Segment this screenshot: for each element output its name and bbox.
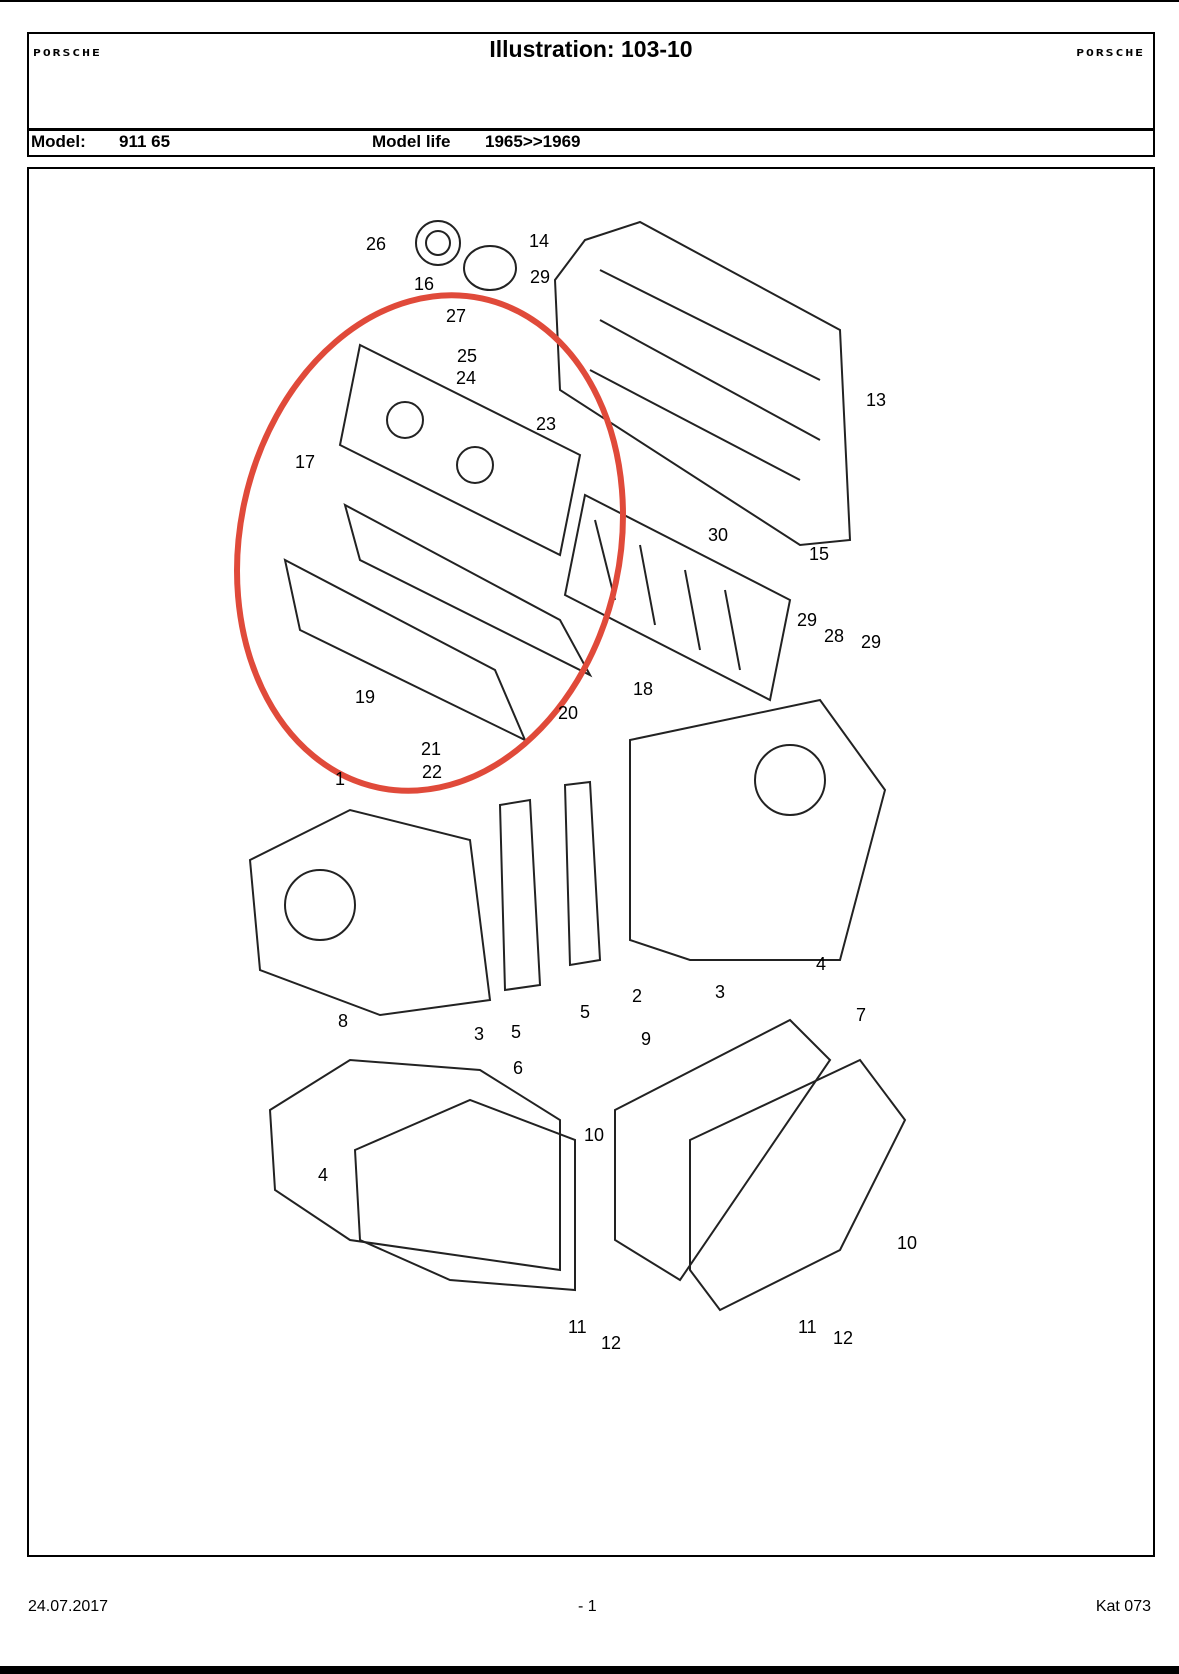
part-13-outline (553, 220, 852, 547)
callout-29: 29 (797, 610, 817, 630)
part-16-outline (463, 245, 517, 291)
part-1-outline (248, 808, 492, 1017)
callout-14: 14 (529, 231, 549, 251)
callout-28: 28 (824, 626, 844, 646)
header-box: PORSCHE Illustration: 103-10 PORSCHE (27, 32, 1155, 131)
illustration-frame (27, 167, 1155, 1557)
part-2-outline (629, 698, 887, 961)
part-9-outline (614, 1018, 832, 1282)
callout-23: 23 (536, 414, 556, 434)
part-5-outline-b (563, 780, 602, 967)
callout-24: 24 (456, 368, 476, 388)
model-value: 911 65 (119, 132, 171, 151)
callout-10: 10 (897, 1233, 917, 1253)
callout-5: 5 (580, 1002, 590, 1022)
callout-29: 29 (530, 267, 550, 287)
top-rule (0, 0, 1179, 2)
callout-17: 17 (295, 452, 315, 472)
part-8-outline (268, 1058, 561, 1272)
callout-15: 15 (809, 544, 829, 564)
callout-9: 9 (641, 1029, 651, 1049)
callout-16: 16 (414, 274, 434, 294)
callout-13: 13 (866, 390, 886, 410)
model-life-label: Model life (372, 132, 451, 151)
callout-20: 20 (558, 703, 578, 723)
porsche-logo-left: PORSCHE (33, 47, 102, 60)
part-17-outline (338, 343, 582, 557)
callout-8: 8 (338, 1011, 348, 1031)
part-20-outline (343, 503, 593, 678)
callout-30: 30 (708, 525, 728, 545)
callout-21: 21 (421, 739, 441, 759)
footer-page: - 1 (578, 1598, 597, 1615)
callout-19: 19 (355, 687, 375, 707)
part-5-outline-a (498, 798, 542, 992)
callout-11: 11 (568, 1317, 587, 1337)
part-18-outline (563, 493, 792, 702)
part-6-outline (353, 1098, 576, 1292)
porsche-logo-right: PORSCHE (1076, 47, 1145, 60)
part-19-outline (283, 558, 527, 743)
callout-1: 1 (335, 769, 345, 789)
callout-10: 10 (584, 1125, 604, 1145)
part-outlines (248, 220, 907, 1312)
callout-29: 29 (861, 632, 881, 652)
callout-4: 4 (816, 954, 826, 974)
footer-date: 24.07.2017 (28, 1598, 109, 1615)
callout-5: 5 (511, 1022, 521, 1042)
callout-12: 12 (833, 1328, 853, 1348)
callout-11: 11 (798, 1317, 817, 1337)
callout-18: 18 (633, 679, 653, 699)
callout-26: 26 (366, 234, 386, 254)
part-7-outline (689, 1058, 907, 1312)
callout-6: 6 (513, 1058, 523, 1078)
footer-catalog: Kat 073 (1095, 1598, 1151, 1615)
callout-12: 12 (601, 1333, 621, 1353)
model-life-value: 1965>>1969 (485, 132, 581, 151)
callout-27: 27 (446, 306, 466, 326)
model-label: Model: (31, 132, 86, 151)
part-26-outline (415, 220, 461, 266)
model-row: Model: 911 65 Model life 1965>>1969 (27, 129, 1155, 157)
page-title: Illustration: 103-10 (489, 36, 693, 62)
callout-22: 22 (422, 762, 442, 782)
callout-3: 3 (715, 982, 725, 1002)
callout-25: 25 (457, 346, 477, 366)
callout-3: 3 (474, 1024, 484, 1044)
bottom-bar (0, 1666, 1179, 1674)
callout-4: 4 (318, 1165, 328, 1185)
callout-2: 2 (632, 986, 642, 1006)
callout-7: 7 (856, 1005, 866, 1025)
highlight-circle (234, 292, 626, 794)
